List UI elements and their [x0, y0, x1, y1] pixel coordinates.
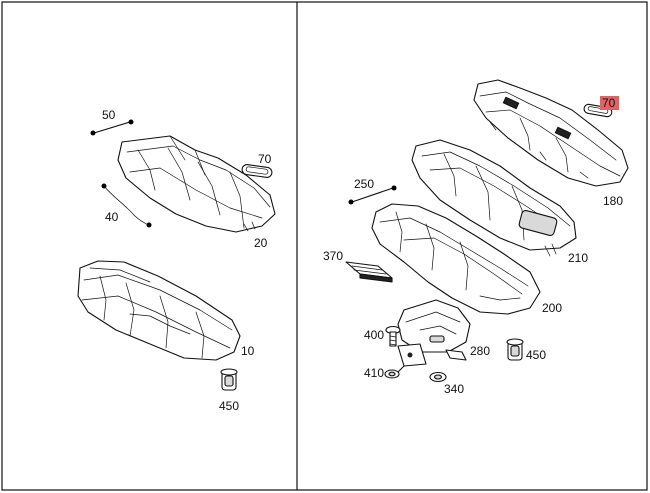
label-340: 340	[444, 382, 464, 396]
label-50: 50	[102, 108, 116, 122]
label-250: 250	[354, 177, 374, 191]
part-280-bracket-housing[interactable]	[397, 299, 471, 361]
part-20-backrest-cover[interactable]	[117, 135, 276, 233]
label-280: 280	[470, 344, 490, 358]
label-410: 410	[364, 366, 384, 380]
label-450-right: 450	[526, 348, 546, 362]
label-450-left: 450	[219, 399, 239, 413]
part-hinge-plate[interactable]	[395, 343, 427, 375]
part-250-wire[interactable]	[348, 185, 397, 205]
part-450-clip-right[interactable]	[506, 338, 524, 361]
part-70-pad-left[interactable]	[241, 164, 273, 178]
part-410-grommet[interactable]	[384, 369, 400, 379]
part-50-wire[interactable]	[90, 119, 134, 136]
label-10: 10	[241, 344, 255, 358]
label-70-right: 70	[602, 96, 616, 110]
label-200: 200	[542, 301, 562, 315]
label-70-left: 70	[258, 152, 272, 166]
highlight-70	[600, 96, 619, 110]
part-400-bolt[interactable]	[385, 325, 401, 347]
part-40-wire[interactable]	[101, 183, 152, 228]
label-210: 210	[568, 251, 588, 265]
part-370-pad[interactable]	[345, 261, 393, 283]
label-20: 20	[254, 236, 268, 250]
part-180-backrest-assembly[interactable]	[473, 79, 629, 187]
part-200-seat-cushion[interactable]	[371, 203, 541, 315]
label-40: 40	[105, 210, 119, 224]
part-450-clip-left[interactable]	[220, 368, 238, 391]
part-210-backrest-cover[interactable]	[411, 139, 577, 257]
label-180: 180	[603, 194, 623, 208]
part-10-seat-cushion[interactable]	[77, 260, 241, 361]
label-370: 370	[323, 249, 343, 263]
part-340-grommet[interactable]	[429, 371, 447, 383]
label-400: 400	[364, 328, 384, 342]
